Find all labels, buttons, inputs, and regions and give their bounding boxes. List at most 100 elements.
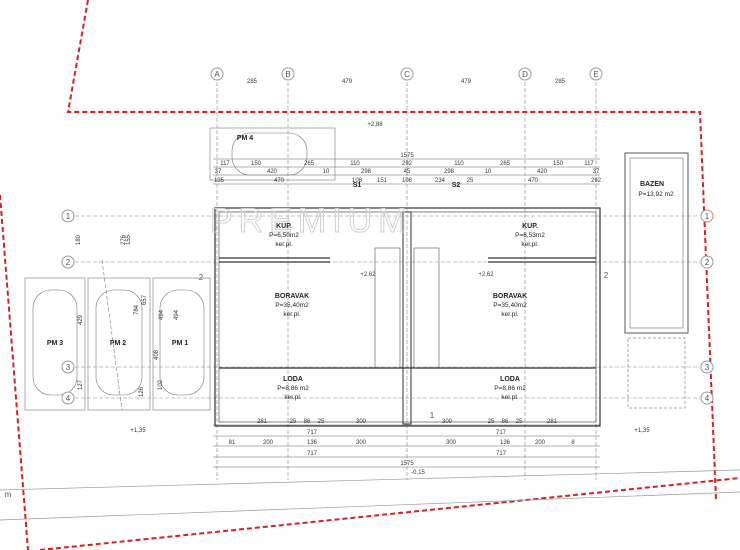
grid-column-label: A [214, 70, 220, 79]
dimension-label: 292 [591, 178, 602, 184]
grid-column-label: E [593, 70, 598, 79]
dimension-label: 110 [454, 161, 464, 167]
grid-row-label: 4 [66, 394, 71, 403]
grid-bubble [400, 67, 414, 81]
dimension-label: 494 [159, 309, 165, 320]
elevation-marker: +2,88 [367, 122, 383, 128]
grid-bubble [700, 360, 714, 374]
elevation-marker: -0,15 [411, 470, 425, 476]
grid-row-label: 1 [66, 212, 71, 221]
room-name: KUP. [522, 223, 538, 230]
dimension-label: 10 [323, 169, 330, 175]
dimension-label: 300 [446, 440, 457, 446]
dimension-label: 110 [350, 161, 360, 167]
room-floor-finish: ker.pl. [521, 241, 539, 248]
dimension-label: 276 [121, 234, 127, 245]
dimension-label: 717 [307, 451, 318, 457]
dimension-label: 135 [214, 178, 225, 184]
dimension-label: 200 [535, 440, 546, 446]
room-area: P=35,40m2 [493, 302, 527, 309]
dimension-label: 45 [404, 169, 411, 175]
room-area: P=8,86 m2 [277, 385, 309, 392]
dimension-label: 408 [154, 349, 160, 360]
dimension-label: 234 [435, 178, 446, 184]
dimension-label: 108 [352, 178, 363, 184]
grid-row-label: 3 [66, 363, 71, 372]
pool-area: P=13,92 m2 [638, 191, 674, 198]
elevation-marker: +1,35 [130, 428, 146, 434]
room-floor-finish: ker.pl. [284, 394, 302, 401]
section-marker: 2 [199, 273, 204, 282]
watermark: PREMIUM [210, 202, 413, 240]
elevation-marker: +2,62 [478, 272, 494, 278]
grid-bubble [61, 209, 75, 223]
stair-label: S1 [353, 182, 362, 189]
grid-row-label: 3 [705, 363, 710, 372]
dimension-label: 470 [528, 178, 539, 184]
dimension-label: 155 [126, 234, 132, 245]
room-name: LODA [283, 376, 303, 383]
elevation-marker: +1,35 [634, 428, 650, 434]
dimension-label: 150 [251, 161, 262, 167]
section-marker: 1 [430, 411, 435, 420]
dimension-label: 298 [361, 169, 372, 175]
dimension-label: 420 [537, 169, 548, 175]
dimension-label: 298 [444, 169, 455, 175]
parking-space-label: PM 1 [172, 340, 188, 347]
grid-row-label: 2 [705, 258, 710, 267]
dimension-label: 300 [356, 440, 367, 446]
dimension-label: 86 [502, 419, 509, 425]
dimension-label: 25 [290, 419, 297, 425]
dimension-label: 657 [142, 294, 148, 305]
dimension-label: 25 [318, 419, 325, 425]
dimension-label: 285 [555, 79, 566, 85]
dimension-label: 1575 [400, 153, 414, 159]
dimension-label: 281 [547, 419, 558, 425]
dimension-label: 108 [402, 178, 413, 184]
dimension-label: 717 [496, 451, 507, 457]
grid-bubble [210, 67, 224, 81]
dimension-label: 150 [553, 161, 564, 167]
parking-bays [24, 127, 336, 411]
dimension-label: 300 [356, 419, 367, 425]
grid-bubble [61, 255, 75, 269]
dimension-label: 136 [307, 440, 318, 446]
dimension-label: 127 [78, 379, 84, 390]
dimension-label: 37 [593, 169, 600, 175]
dimension-label: 717 [496, 430, 507, 436]
dimension-label: 117 [584, 161, 594, 167]
room-name: KUP. [276, 223, 292, 230]
pool-name: BAZEN [640, 181, 664, 188]
dimension-label: 126 [139, 386, 145, 397]
grid-bubble [589, 67, 603, 81]
dimension-label: 25 [488, 419, 495, 425]
dimension-label: 429 [78, 314, 84, 325]
parking-space-label: PM 4 [237, 135, 253, 142]
dimension-label: 102 [158, 379, 164, 390]
site-lines [0, 469, 740, 521]
grid-bubble [61, 391, 75, 405]
dimension-label: 420 [267, 169, 278, 175]
room-floor-finish: ker.pl. [275, 241, 293, 248]
room-name: BORAVAK [275, 293, 309, 300]
dimension-label: 300 [442, 419, 453, 425]
room-area: P=6,53m2 [515, 232, 545, 239]
dimension-label: 784 [134, 304, 140, 315]
grid-column-label: D [522, 70, 528, 79]
dimension-label: 81 [229, 440, 236, 446]
grid-column-label: C [404, 70, 410, 79]
dimension-label: 479 [461, 79, 472, 85]
grid-row-label: 1 [705, 212, 710, 221]
dimension-label: 25 [516, 419, 523, 425]
room-area: P=6,50m2 [269, 232, 299, 239]
dimension-label: 136 [500, 440, 511, 446]
grid-bubble [518, 67, 532, 81]
dimension-label: 494 [174, 309, 180, 320]
dimension-label: 200 [263, 440, 274, 446]
dimension-label: 10 [485, 169, 492, 175]
room-area: P=8,86 m2 [494, 385, 526, 392]
grid-row-label: 2 [66, 258, 71, 267]
dimension-label: 117 [220, 161, 230, 167]
grid-bubble [700, 391, 714, 405]
dimension-label: 8 [571, 440, 575, 446]
